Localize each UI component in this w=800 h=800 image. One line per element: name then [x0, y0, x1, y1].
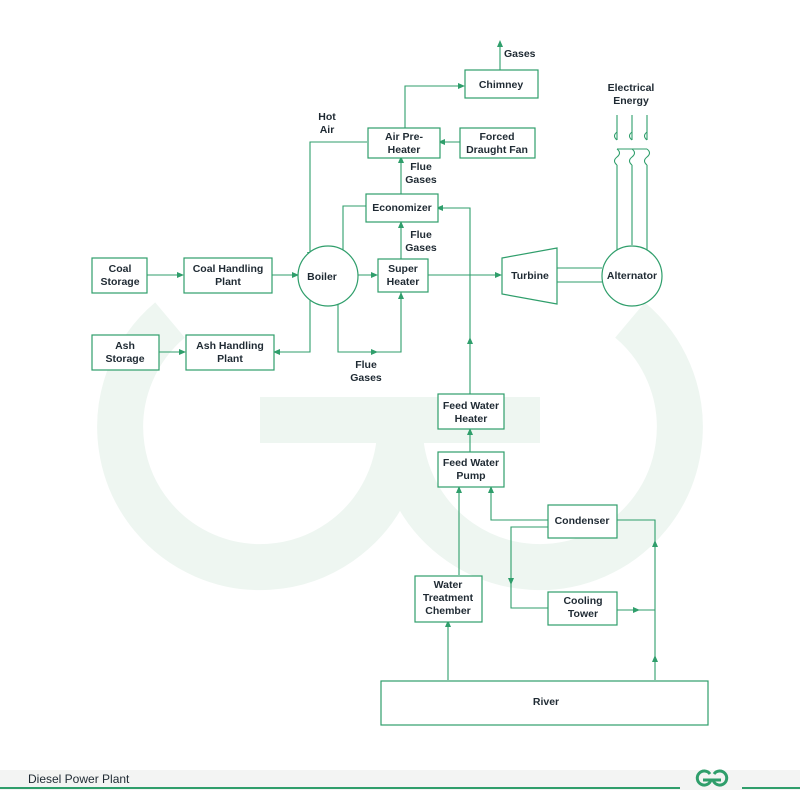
hot-air-label-2: Air — [320, 124, 335, 136]
flue-gases-middle-label-2: Gases — [405, 242, 437, 254]
super-heater-label-2: Heater — [387, 276, 420, 288]
fdf-label-2: Draught Fan — [466, 144, 528, 156]
electrical-energy-label-2: Energy — [613, 95, 649, 107]
labels: Gases Chimney Electrical Energy Hot Air … — [100, 48, 657, 708]
feed-water-heater-label-1: Feed Water — [443, 400, 499, 412]
water-treatment-label-3: Chember — [425, 605, 471, 617]
figure-caption: Diesel Power Plant — [28, 772, 130, 786]
electrical-energy-label-1: Electrical — [608, 82, 655, 94]
feed-water-heater-label-2: Heater — [455, 413, 488, 425]
arrowheads — [177, 40, 658, 662]
condenser-box — [547, 504, 618, 539]
flue-gases-lower-label-2: Gases — [350, 372, 382, 384]
alternator-label: Alternator — [607, 270, 657, 282]
river-box — [380, 680, 709, 726]
footer-divider — [0, 787, 680, 789]
coal-storage-label-2: Storage — [100, 276, 139, 288]
super-heater-label-1: Super — [388, 263, 418, 275]
ash-handling-label-2: Plant — [217, 353, 243, 365]
coal-storage-box — [91, 257, 148, 294]
hot-air-label-1: Hot — [318, 111, 336, 123]
turbine-shape — [501, 247, 558, 305]
feed-water-pump-label-2: Pump — [456, 470, 485, 482]
air-preheater-label-2: Heater — [388, 144, 421, 156]
ash-storage-box — [91, 334, 160, 371]
cooling-tower-label-2: Tower — [568, 608, 598, 620]
super-heater-box — [377, 258, 429, 293]
flue-gases-middle-label-1: Flue — [410, 229, 432, 241]
feed-water-pump-label-1: Feed Water — [443, 457, 499, 469]
gases-label: Gases — [504, 48, 536, 60]
alternator-circle — [601, 245, 663, 307]
coal-handling-label-1: Coal Handling — [193, 263, 264, 275]
footer-divider-right — [742, 787, 800, 789]
chimney-label: Chimney — [479, 79, 524, 91]
economizer-box — [365, 193, 439, 223]
ash-handling-label-1: Ash Handling — [196, 340, 264, 352]
coal-handling-label-2: Plant — [215, 276, 241, 288]
cooling-tower-box — [547, 591, 618, 626]
feed-water-pump-box — [437, 451, 505, 488]
fdf-label-1: Forced — [479, 131, 514, 143]
flue-gases-upper-label-2: Gases — [405, 174, 437, 186]
coal-storage-label-1: Coal — [109, 263, 132, 275]
water-treatment-label-2: Treatment — [423, 592, 474, 604]
river-label: River — [533, 696, 559, 708]
condenser-label: Condenser — [555, 515, 610, 527]
ash-storage-label-2: Storage — [105, 353, 144, 365]
ash-handling-plant-box — [185, 334, 275, 371]
air-preheater-label-1: Air Pre- — [385, 131, 423, 143]
watermark-logo — [97, 302, 703, 591]
footer-bar — [0, 770, 800, 790]
flue-gases-lower-label-1: Flue — [355, 359, 377, 371]
forced-draught-fan-box — [459, 127, 536, 159]
economizer-label: Economizer — [372, 202, 432, 214]
flue-gases-upper-label-1: Flue — [410, 161, 432, 173]
coal-handling-plant-box — [183, 257, 273, 294]
gfg-logo-icon — [695, 769, 729, 787]
water-treatment-box — [414, 575, 483, 623]
feed-water-heater-box — [437, 393, 505, 430]
turbine-label: Turbine — [511, 270, 549, 282]
boiler-label: Boiler — [307, 271, 337, 283]
cooling-tower-label-1: Cooling — [563, 595, 602, 607]
boiler-circle — [297, 245, 359, 307]
air-preheater-box — [367, 127, 441, 159]
ash-storage-label-1: Ash — [115, 340, 135, 352]
chimney-box — [464, 69, 539, 99]
water-treatment-label-1: Water — [434, 579, 463, 591]
connectors — [147, 46, 656, 680]
